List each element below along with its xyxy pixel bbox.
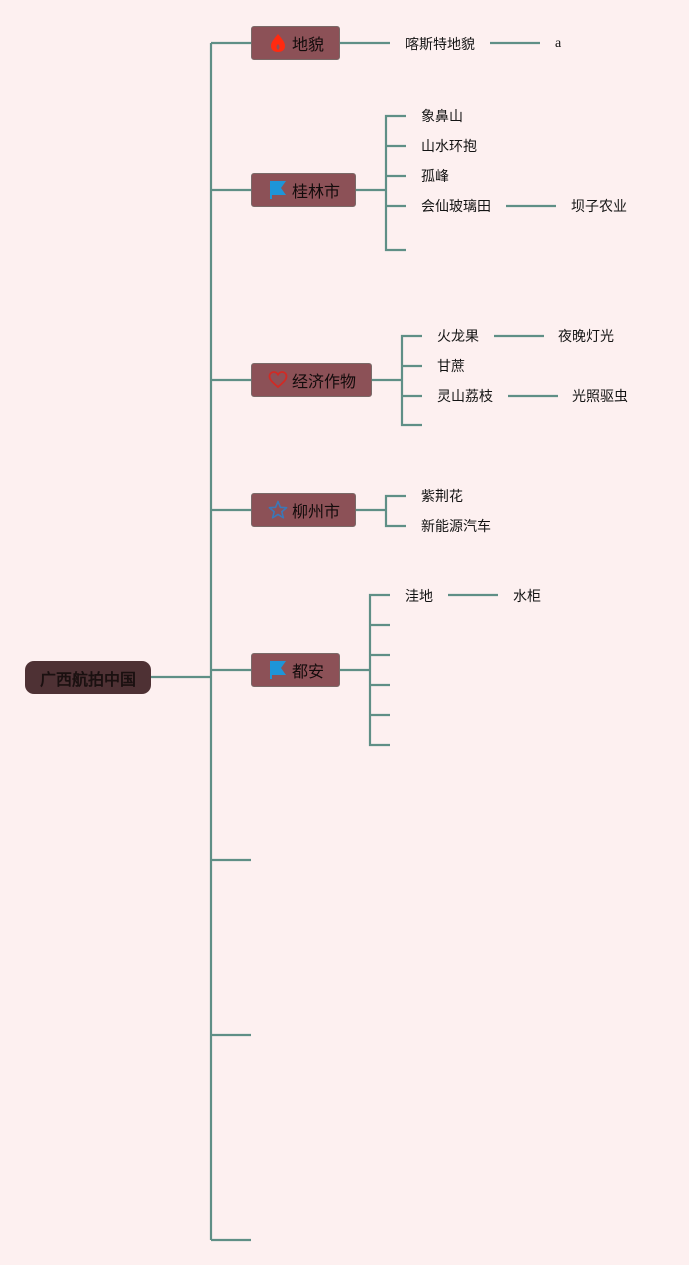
topic-label: 地貌 (292, 35, 325, 54)
heart-icon (268, 371, 288, 389)
subtopic-label: 紫荆花 (421, 489, 463, 505)
subtopic[interactable]: 甘蔗 (437, 356, 465, 376)
subtopic[interactable]: 光照驱虫 (572, 386, 628, 406)
subtopic[interactable]: 水柜 (513, 586, 541, 606)
topic-duan[interactable]: 都安 (251, 653, 340, 687)
subtopic[interactable]: 紫荆花 (421, 486, 463, 506)
topic-label: 桂林市 (292, 182, 341, 201)
subtopic[interactable]: a (555, 34, 561, 54)
subtopic[interactable]: 新能源汽车 (421, 516, 491, 536)
subtopic-label: 甘蔗 (437, 359, 465, 375)
subtopic[interactable]: 象鼻山 (421, 106, 463, 126)
connector-bracket (384, 114, 406, 252)
topic-label: 都安 (292, 662, 325, 681)
subtopic[interactable]: 洼地 (405, 586, 433, 606)
subtopic[interactable]: 坝子农业 (571, 196, 627, 216)
subtopic-label: 水柜 (513, 589, 541, 605)
subtopic-label: 坝子农业 (571, 199, 627, 215)
topic-guilin[interactable]: 桂林市 (251, 173, 356, 207)
subtopic[interactable]: 喀斯特地貌 (405, 34, 475, 54)
subtopic-label: 火龙果 (437, 329, 479, 345)
connector-bracket (400, 334, 422, 427)
subtopic-label: 孤峰 (421, 169, 449, 185)
flag-icon (270, 181, 286, 199)
subtopic-label: 新能源汽车 (421, 519, 491, 535)
subtopic-label: 灵山荔枝 (437, 389, 493, 405)
topic-economic-crops[interactable]: 经济作物 (251, 363, 372, 397)
topic-label: 经济作物 (292, 372, 357, 391)
subtopic-label: 洼地 (405, 589, 433, 605)
subtopic-label: 光照驱虫 (572, 389, 628, 405)
flag-icon (270, 661, 286, 679)
subtopic[interactable]: 火龙果 (437, 326, 479, 346)
topic-dimao[interactable]: 地貌 (251, 26, 340, 60)
connector-bracket (384, 494, 406, 528)
topic-label: 柳州市 (292, 502, 341, 521)
subtopic[interactable]: 山水环抱 (421, 136, 477, 156)
subtopic[interactable]: 夜晚灯光 (558, 326, 614, 346)
subtopic-label: 夜晚灯光 (558, 329, 614, 345)
root-topic[interactable]: 广西航拍中国 (25, 661, 151, 694)
root-topic-label: 广西航拍中国 (39, 669, 136, 689)
subtopic-label: 山水环抱 (421, 139, 477, 155)
topic-liuzhou[interactable]: 柳州市 (251, 493, 356, 527)
star-icon (268, 500, 288, 519)
subtopic-label: 会仙玻璃田 (421, 199, 491, 215)
subtopic-label: 象鼻山 (421, 109, 463, 125)
subtopic[interactable]: 会仙玻璃田 (421, 196, 491, 216)
subtopic[interactable]: 孤峰 (421, 166, 449, 186)
flame-icon (271, 34, 285, 52)
subtopic[interactable]: 灵山荔枝 (437, 386, 493, 406)
subtopic-label: 喀斯特地貌 (405, 37, 475, 53)
subtopic-label: a (555, 36, 562, 51)
connector-bracket (368, 593, 390, 747)
